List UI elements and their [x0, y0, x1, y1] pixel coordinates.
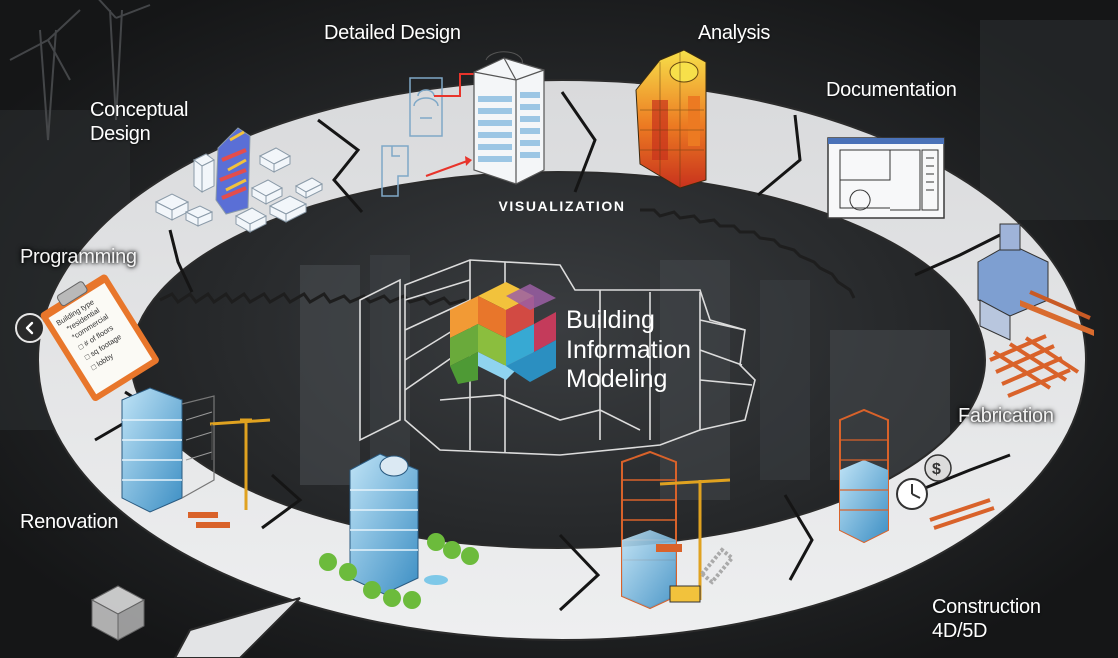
previous-slide-button[interactable] — [15, 313, 45, 343]
dollar-icon: $ — [932, 461, 941, 478]
construction-crane-icon — [621, 450, 735, 610]
bim-title-line3: Modeling — [566, 365, 668, 393]
renovation-building-icon — [121, 387, 271, 528]
stage-label-fabrication: Fabrication — [958, 405, 1054, 427]
fabrication-machine-icon — [977, 223, 1094, 398]
construction-4d5d-icon: $ — [839, 408, 995, 544]
stage-label-analysis: Analysis — [698, 22, 771, 44]
stage-label-detailed-design: Detailed Design — [324, 22, 461, 44]
ring-arrow-tail — [173, 597, 301, 658]
chevron-left-icon — [25, 321, 34, 335]
completed-tower-icon — [319, 453, 479, 609]
analysis-heatmap-icon — [635, 49, 707, 189]
visualization-ring-label: VISUALIZATION — [498, 198, 626, 214]
stage-label-conceptual-line2: Design — [90, 123, 151, 145]
stage-label-documentation: Documentation — [826, 79, 957, 101]
conceptual-massing-icon — [154, 127, 324, 233]
bim-title-line2: Information — [566, 335, 692, 364]
stage-label-conceptual-line1: Conceptual — [90, 99, 189, 121]
documentation-floorplan-icon — [827, 137, 945, 219]
bim-logo-cube — [450, 282, 556, 384]
stage-label-programming: Programming — [20, 246, 137, 268]
programming-clipboard-icon: Building type *residential *commercial □… — [40, 274, 159, 402]
stage-label-construction-4d5d: Construction 4D/5D — [932, 595, 1041, 643]
inner-zigzag-edge-2 — [640, 208, 856, 299]
bim-title: Building Information Modeling — [566, 306, 691, 395]
stage-label-construction-line2: 4D/5D — [932, 620, 988, 642]
renovation-detail-icon — [90, 585, 146, 641]
bim-title-line1: Building — [566, 306, 655, 334]
stage-label-construction-line1: Construction — [932, 596, 1041, 618]
stage-label-renovation: Renovation — [20, 511, 119, 533]
stage-label-conceptual-design: Conceptual Design — [90, 98, 188, 146]
detailed-design-icon — [381, 51, 545, 197]
